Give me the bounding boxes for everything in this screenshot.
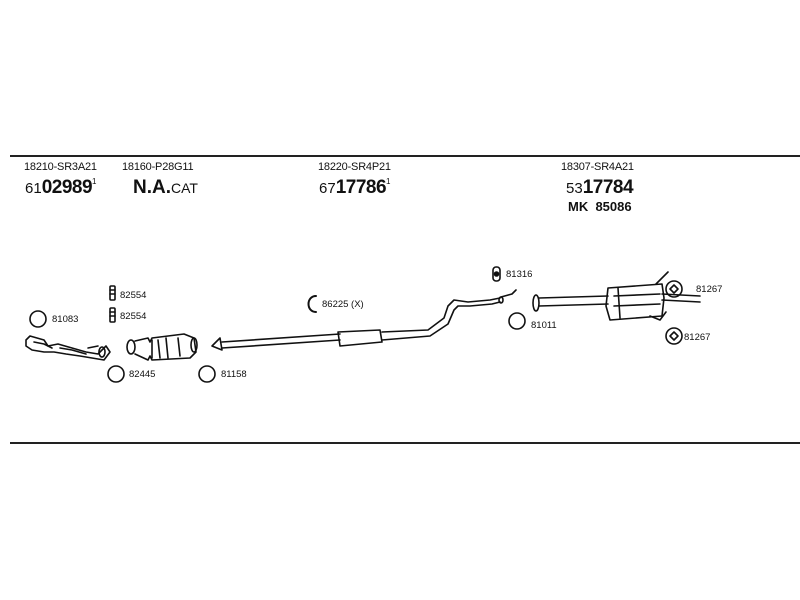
ring-gasket-icon bbox=[107, 365, 125, 383]
ring-gasket-icon bbox=[508, 312, 526, 330]
order-main: 02989 bbox=[41, 177, 93, 198]
mk-prefix: MK bbox=[568, 199, 589, 214]
part-number-front-pipe: 18210-SR3A21 bbox=[24, 161, 97, 173]
label-81158: 81158 bbox=[221, 369, 247, 380]
order-prefix: 53 bbox=[566, 180, 583, 197]
order-suffix: 1 bbox=[92, 177, 97, 186]
rubber-hanger-icon bbox=[492, 266, 501, 282]
label-82445: 82445 bbox=[129, 369, 156, 380]
bracket-icon bbox=[665, 280, 683, 298]
center-pipe-drawing bbox=[211, 289, 517, 351]
order-number-center-pipe: 67177861 bbox=[319, 177, 391, 198]
label-81083: 81083 bbox=[52, 314, 79, 325]
mk-number-rear-muffler: MK 85086 bbox=[568, 199, 632, 214]
clamp-icon bbox=[307, 295, 317, 313]
label-81267-lower: 81267 bbox=[684, 332, 711, 343]
na-bold: N.A. bbox=[133, 177, 171, 198]
ring-gasket-icon bbox=[29, 310, 47, 328]
order-main: 17784 bbox=[582, 177, 634, 198]
order-main: 17786 bbox=[335, 177, 387, 198]
rear-muffler-drawing bbox=[532, 271, 701, 321]
bottom-divider bbox=[10, 442, 800, 444]
order-suffix: 1 bbox=[386, 177, 391, 186]
rubber-hanger-icon bbox=[109, 307, 116, 323]
part-number-rear-muffler: 18307-SR4A21 bbox=[561, 161, 634, 173]
na-rest: CAT bbox=[171, 180, 198, 196]
part-number-center-pipe: 18220-SR4P21 bbox=[318, 161, 391, 173]
ring-gasket-icon bbox=[198, 365, 216, 383]
label-86225: 86225 (X) bbox=[322, 299, 364, 310]
label-81316: 81316 bbox=[506, 269, 533, 280]
order-prefix: 67 bbox=[319, 180, 336, 197]
catalyst-na-note: N.A.CAT bbox=[133, 178, 198, 197]
order-number-rear-muffler: 5317784 bbox=[566, 177, 634, 198]
label-82554-lower: 82554 bbox=[120, 311, 147, 322]
order-number-front-pipe: 61029891 bbox=[25, 177, 97, 198]
bracket-icon bbox=[665, 327, 683, 345]
order-prefix: 61 bbox=[25, 180, 42, 197]
label-82554-upper: 82554 bbox=[120, 290, 147, 301]
label-81267-upper: 81267 bbox=[696, 284, 723, 295]
mk-number: 85086 bbox=[595, 199, 632, 214]
top-divider bbox=[10, 155, 800, 157]
part-number-catalyst: 18160-P28G11 bbox=[122, 161, 194, 173]
catalytic-converter-drawing bbox=[126, 333, 198, 361]
front-pipe-drawing bbox=[25, 335, 111, 361]
rubber-hanger-icon bbox=[109, 285, 116, 301]
label-81011: 81011 bbox=[531, 320, 557, 331]
